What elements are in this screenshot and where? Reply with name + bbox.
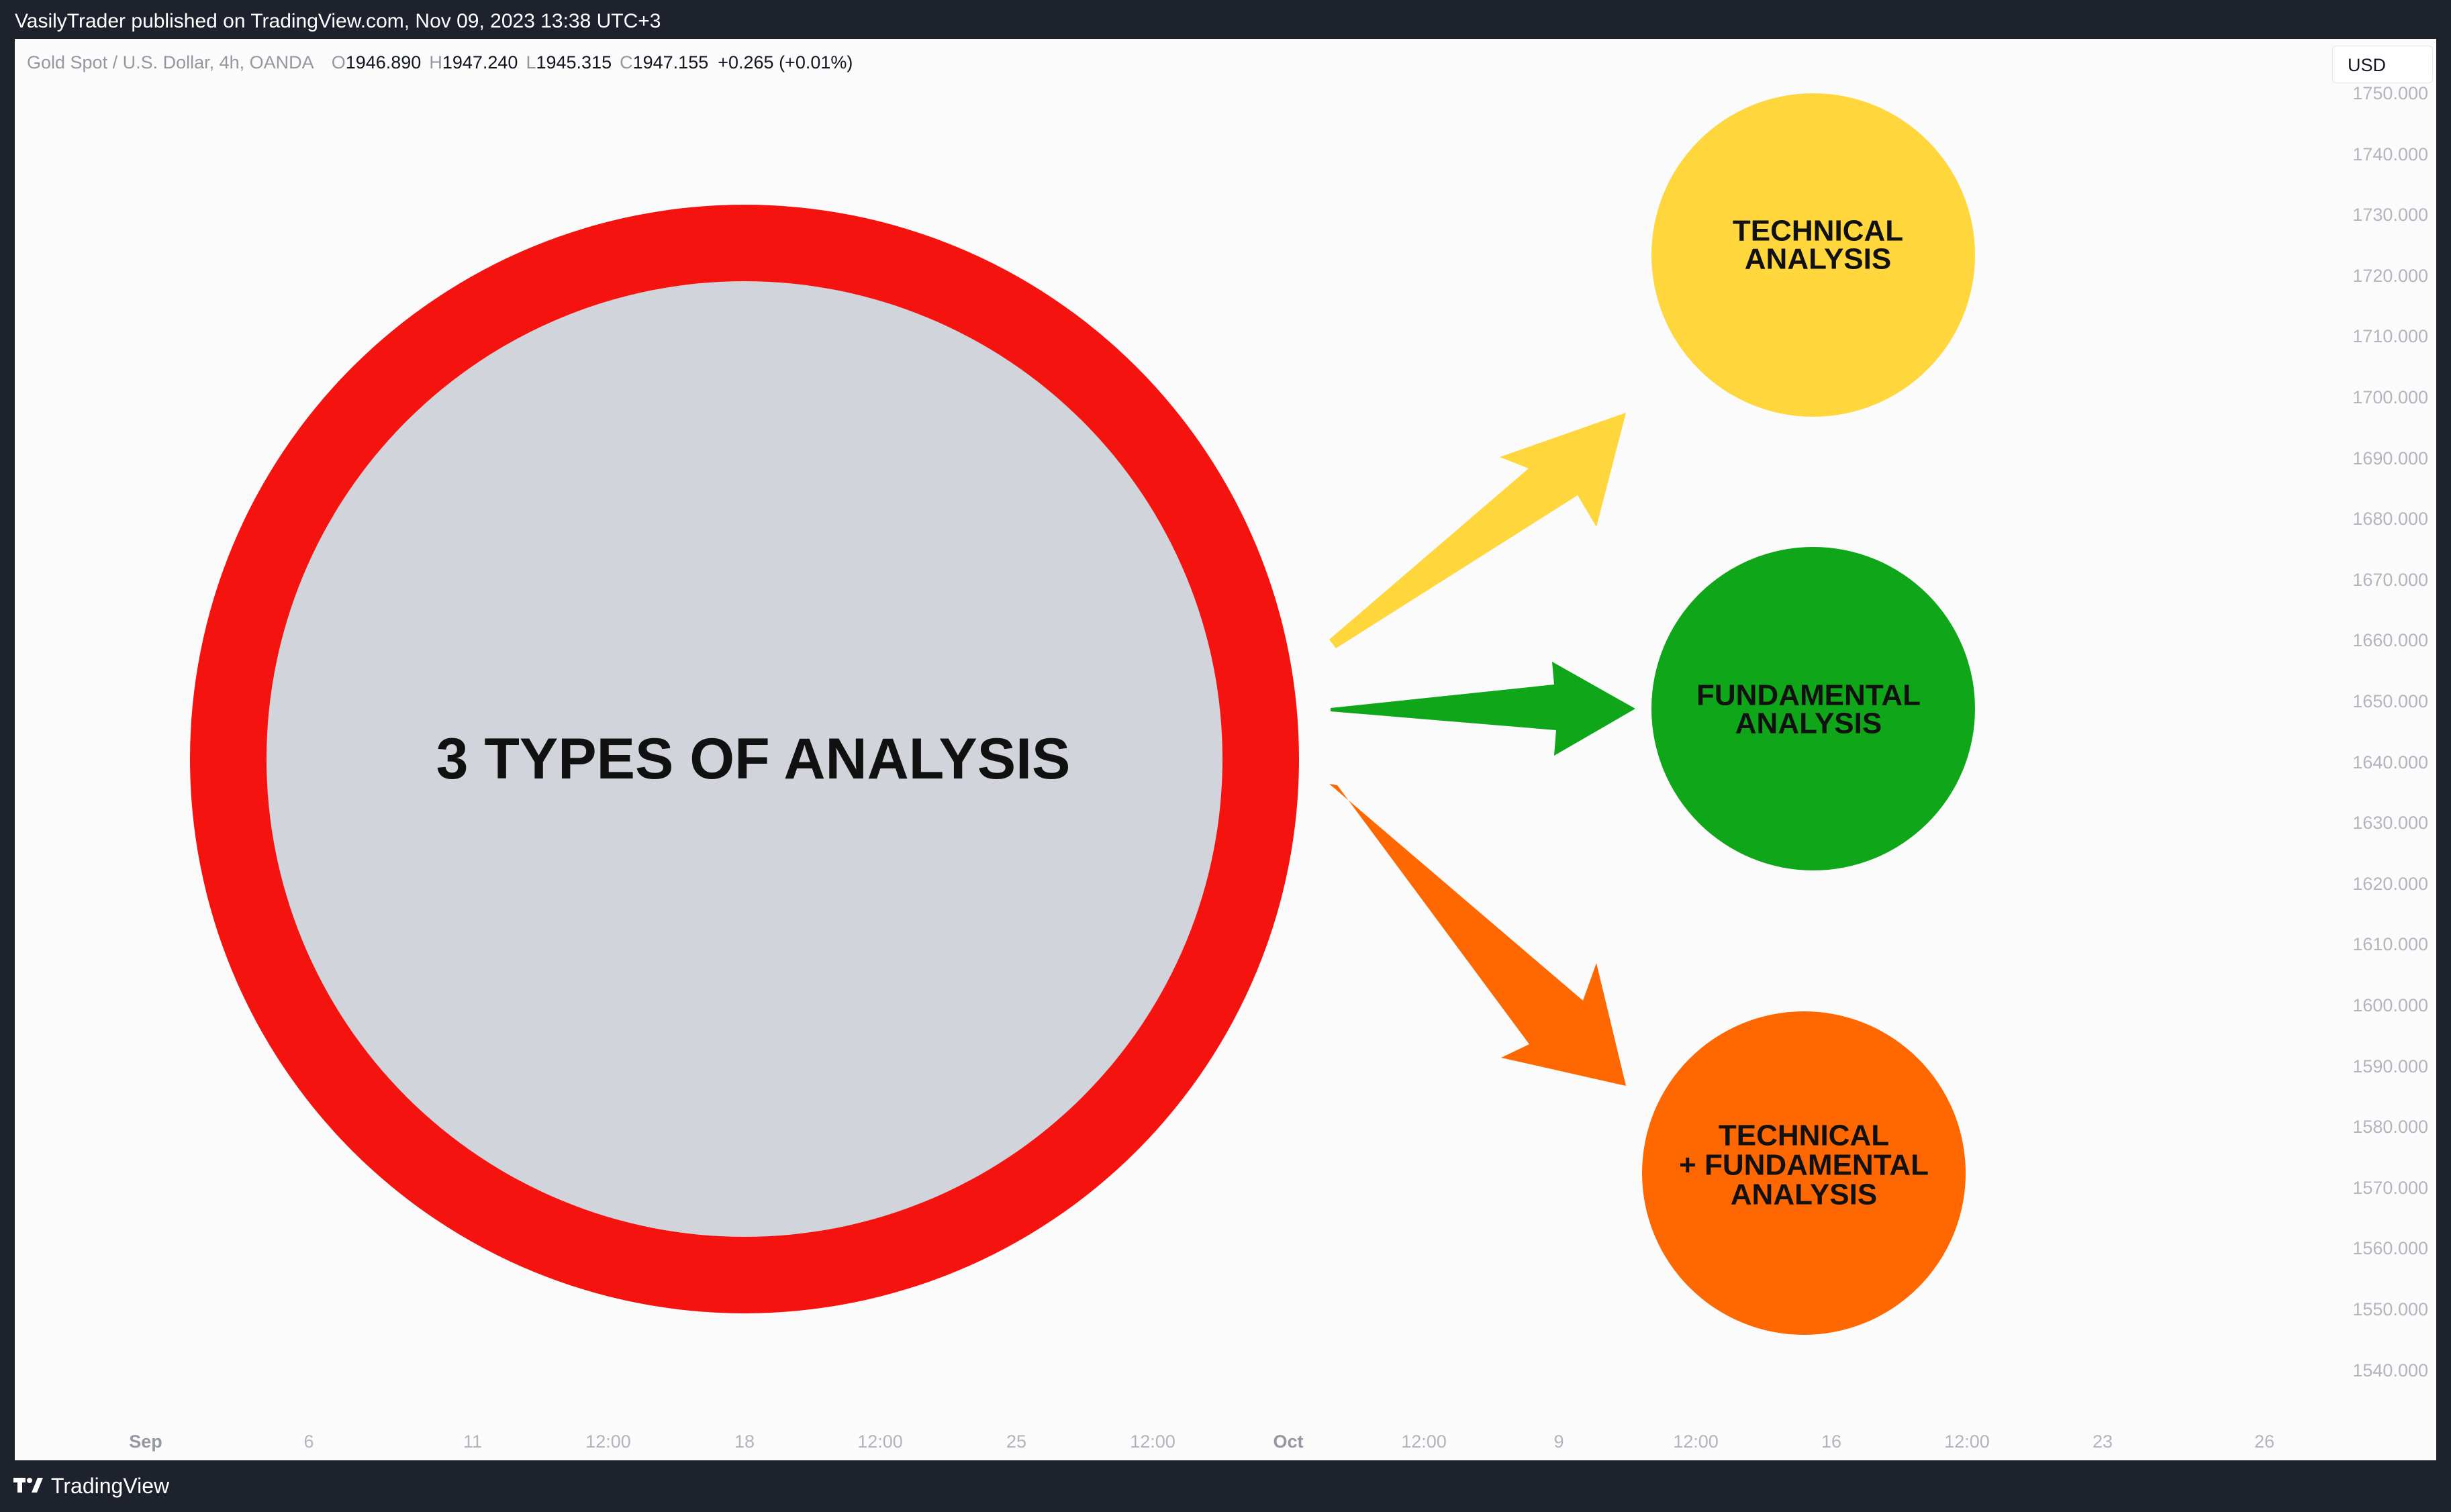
price-axis-label: 1670.000 — [2352, 569, 2428, 590]
time-axis[interactable]: Sep 6 11 12:00 18 12:00 25 12:00 Oct 12:00 9 12:00 1… — [15, 1421, 2331, 1460]
open-label: O — [331, 52, 346, 72]
published-info: VasilyTrader published on TradingView.co… — [15, 10, 661, 32]
price-axis-label: 1560.000 — [2352, 1238, 2428, 1259]
price-axis-label: 1610.000 — [2352, 934, 2428, 955]
low-value: 1945.315 — [536, 52, 612, 72]
fundamental-label-line-1: FUNDAMENTAL — [1696, 679, 1921, 712]
currency-button[interactable]: USD — [2332, 46, 2433, 83]
time-axis-label: Oct — [1273, 1431, 1304, 1452]
time-axis-label: 12:00 — [1944, 1431, 1990, 1452]
price-axis-label: 1750.000 — [2352, 83, 2428, 103]
time-axis-label: 23 — [2092, 1431, 2113, 1452]
technical-label-line-1: TECHNICAL — [1733, 215, 1903, 248]
time-axis-label: Sep — [129, 1431, 162, 1452]
price-axis-label: 1740.000 — [2352, 144, 2428, 164]
price-axis-label: 1640.000 — [2352, 752, 2428, 772]
price-axis[interactable]: 1750.000 1740.000 1730.000 1720.000 1710.000… — [2331, 83, 2436, 1419]
close-value: 1947.155 — [632, 52, 709, 72]
low-label: L — [526, 52, 536, 72]
time-axis-label: 12:00 — [1673, 1431, 1719, 1452]
price-axis-label: 1720.000 — [2352, 265, 2428, 286]
symbol-legend: Gold Spot / U.S. Dollar, 4h, OANDA O1946.… — [27, 51, 853, 74]
time-axis-label: 11 — [463, 1431, 483, 1452]
price-axis-label: 1570.000 — [2352, 1177, 2428, 1198]
price-axis-label: 1630.000 — [2352, 813, 2428, 834]
price-axis-label: 1690.000 — [2352, 448, 2428, 468]
circle-combined[interactable] — [1642, 1011, 1966, 1335]
symbol-name[interactable]: Gold Spot / U.S. Dollar, 4h, OANDA — [27, 52, 314, 72]
high-value: 1947.240 — [442, 52, 518, 72]
open-value: 1946.890 — [345, 52, 422, 72]
arrow-to-technical[interactable] — [1329, 413, 1626, 648]
circle-fundamental[interactable] — [1651, 547, 1975, 870]
combined-label-line-1: TECHNICAL — [1719, 1119, 1889, 1152]
combined-label-line-3: ANALYSIS — [1731, 1178, 1877, 1211]
circle-technical[interactable] — [1651, 93, 1975, 417]
arrow-to-fundamental[interactable] — [1331, 662, 1635, 756]
price-axis-label: 1710.000 — [2352, 326, 2428, 347]
price-axis-label: 1650.000 — [2352, 691, 2428, 711]
time-axis-label: 12:00 — [585, 1431, 631, 1452]
price-axis-label: 1580.000 — [2352, 1117, 2428, 1138]
close-label: C — [620, 52, 633, 72]
time-axis-label: 6 — [303, 1431, 314, 1452]
change-value: +0.265 (+0.01%) — [718, 52, 853, 72]
time-axis-label: 25 — [1006, 1431, 1027, 1452]
price-axis-label: 1660.000 — [2352, 630, 2428, 651]
tradingview-logo[interactable]: TradingView — [13, 1472, 169, 1499]
high-label: H — [429, 52, 442, 72]
time-axis-label: 12:00 — [1130, 1431, 1175, 1452]
price-axis-label: 1680.000 — [2352, 509, 2428, 530]
chart-area[interactable]: Gold Spot / U.S. Dollar, 4h, OANDA O1946.… — [15, 39, 2436, 1460]
fundamental-label-line-2: ANALYSIS — [1735, 707, 1882, 740]
time-axis-label: 12:00 — [1401, 1431, 1447, 1452]
time-axis-label: 26 — [2254, 1431, 2275, 1452]
price-axis-label: 1550.000 — [2352, 1299, 2428, 1319]
publication-header: VasilyTrader published on TradingView.co… — [0, 0, 2451, 39]
main-circle-fill — [267, 281, 1222, 1237]
price-axis-label: 1600.000 — [2352, 995, 2428, 1015]
drawing-layer: 3 TYPES OF ANALYSIS TECHNICAL ANALYSIS F… — [190, 93, 1975, 1335]
price-axis-label: 1730.000 — [2352, 205, 2428, 225]
time-axis-label: 16 — [1821, 1431, 1842, 1452]
main-circle-title: 3 TYPES OF ANALYSIS — [436, 727, 1071, 791]
time-axis-label: 18 — [734, 1431, 755, 1452]
time-axis-label: 9 — [1553, 1431, 1564, 1452]
price-axis-label: 1590.000 — [2352, 1056, 2428, 1076]
price-axis-label: 1540.000 — [2352, 1360, 2428, 1380]
price-axis-label: 1620.000 — [2352, 873, 2428, 894]
tradingview-logo-icon — [13, 1478, 43, 1493]
footer-bar: TradingView — [0, 1460, 2451, 1512]
price-axis-label: 1700.000 — [2352, 387, 2428, 407]
tradingview-brand: TradingView — [51, 1474, 170, 1498]
arrow-to-combined[interactable] — [1329, 784, 1626, 1086]
technical-label-line-2: ANALYSIS — [1745, 243, 1891, 276]
combined-label-line-2: + FUNDAMENTAL — [1679, 1149, 1929, 1182]
time-axis-label: 12:00 — [857, 1431, 903, 1452]
